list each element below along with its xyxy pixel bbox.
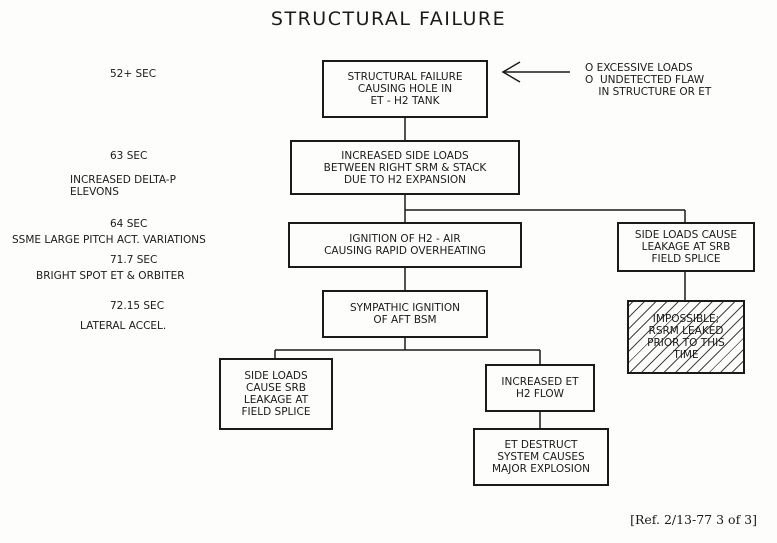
- diagram-title: STRUCTURAL FAILURE: [270, 8, 507, 30]
- box-side-loads-srb-left: SIDE LOADS CAUSE SRB LEAKAGE AT FIELD SP…: [219, 358, 333, 430]
- time-64-sec: 64 SEC: [110, 218, 148, 230]
- box-increased-side-loads: INCREASED SIDE LOADS BETWEEN RIGHT SRM &…: [290, 140, 520, 195]
- box-impossible-note: IMPOSSIBLE; RSRM LEAKED PRIOR TO THIS TI…: [627, 300, 745, 374]
- time-52-sec: 52+ SEC: [110, 68, 157, 80]
- reference-note: [Ref. 2/13-77 3 of 3]: [630, 512, 757, 527]
- box-structural-failure: STRUCTURAL FAILURE CAUSING HOLE IN ET - …: [322, 60, 488, 118]
- event-lateral-accel: LATERAL ACCEL.: [80, 320, 167, 332]
- time-71-7-sec: 71.7 SEC: [110, 254, 158, 266]
- cause-undetected-flaw: O UNDETECTED FLAW IN STRUCTURE OR ET: [585, 74, 712, 98]
- cause-excessive-loads: O EXCESSIVE LOADS: [585, 62, 693, 74]
- event-delta-p-elevons: INCREASED DELTA-P ELEVONS: [70, 174, 176, 198]
- box-sympathetic-ignition: SYMPATHIC IGNITION OF AFT BSM: [322, 290, 488, 338]
- event-bright-spot: BRIGHT SPOT ET & ORBITER: [36, 270, 185, 282]
- box-ignition-h2-air: IGNITION OF H2 - AIR CAUSING RAPID OVERH…: [288, 222, 522, 268]
- time-72-15-sec: 72.15 SEC: [110, 300, 165, 312]
- event-pitch-variations: SSME LARGE PITCH ACT. VARIATIONS: [12, 234, 206, 246]
- box-et-destruct: ET DESTRUCT SYSTEM CAUSES MAJOR EXPLOSIO…: [473, 428, 609, 486]
- time-63-sec: 63 SEC: [110, 150, 148, 162]
- box-increased-h2-flow: INCREASED ET H2 FLOW: [485, 364, 595, 412]
- box-side-loads-srb-right: SIDE LOADS CAUSE LEAKAGE AT SRB FIELD SP…: [617, 222, 755, 272]
- causes-arrowhead: [501, 61, 521, 83]
